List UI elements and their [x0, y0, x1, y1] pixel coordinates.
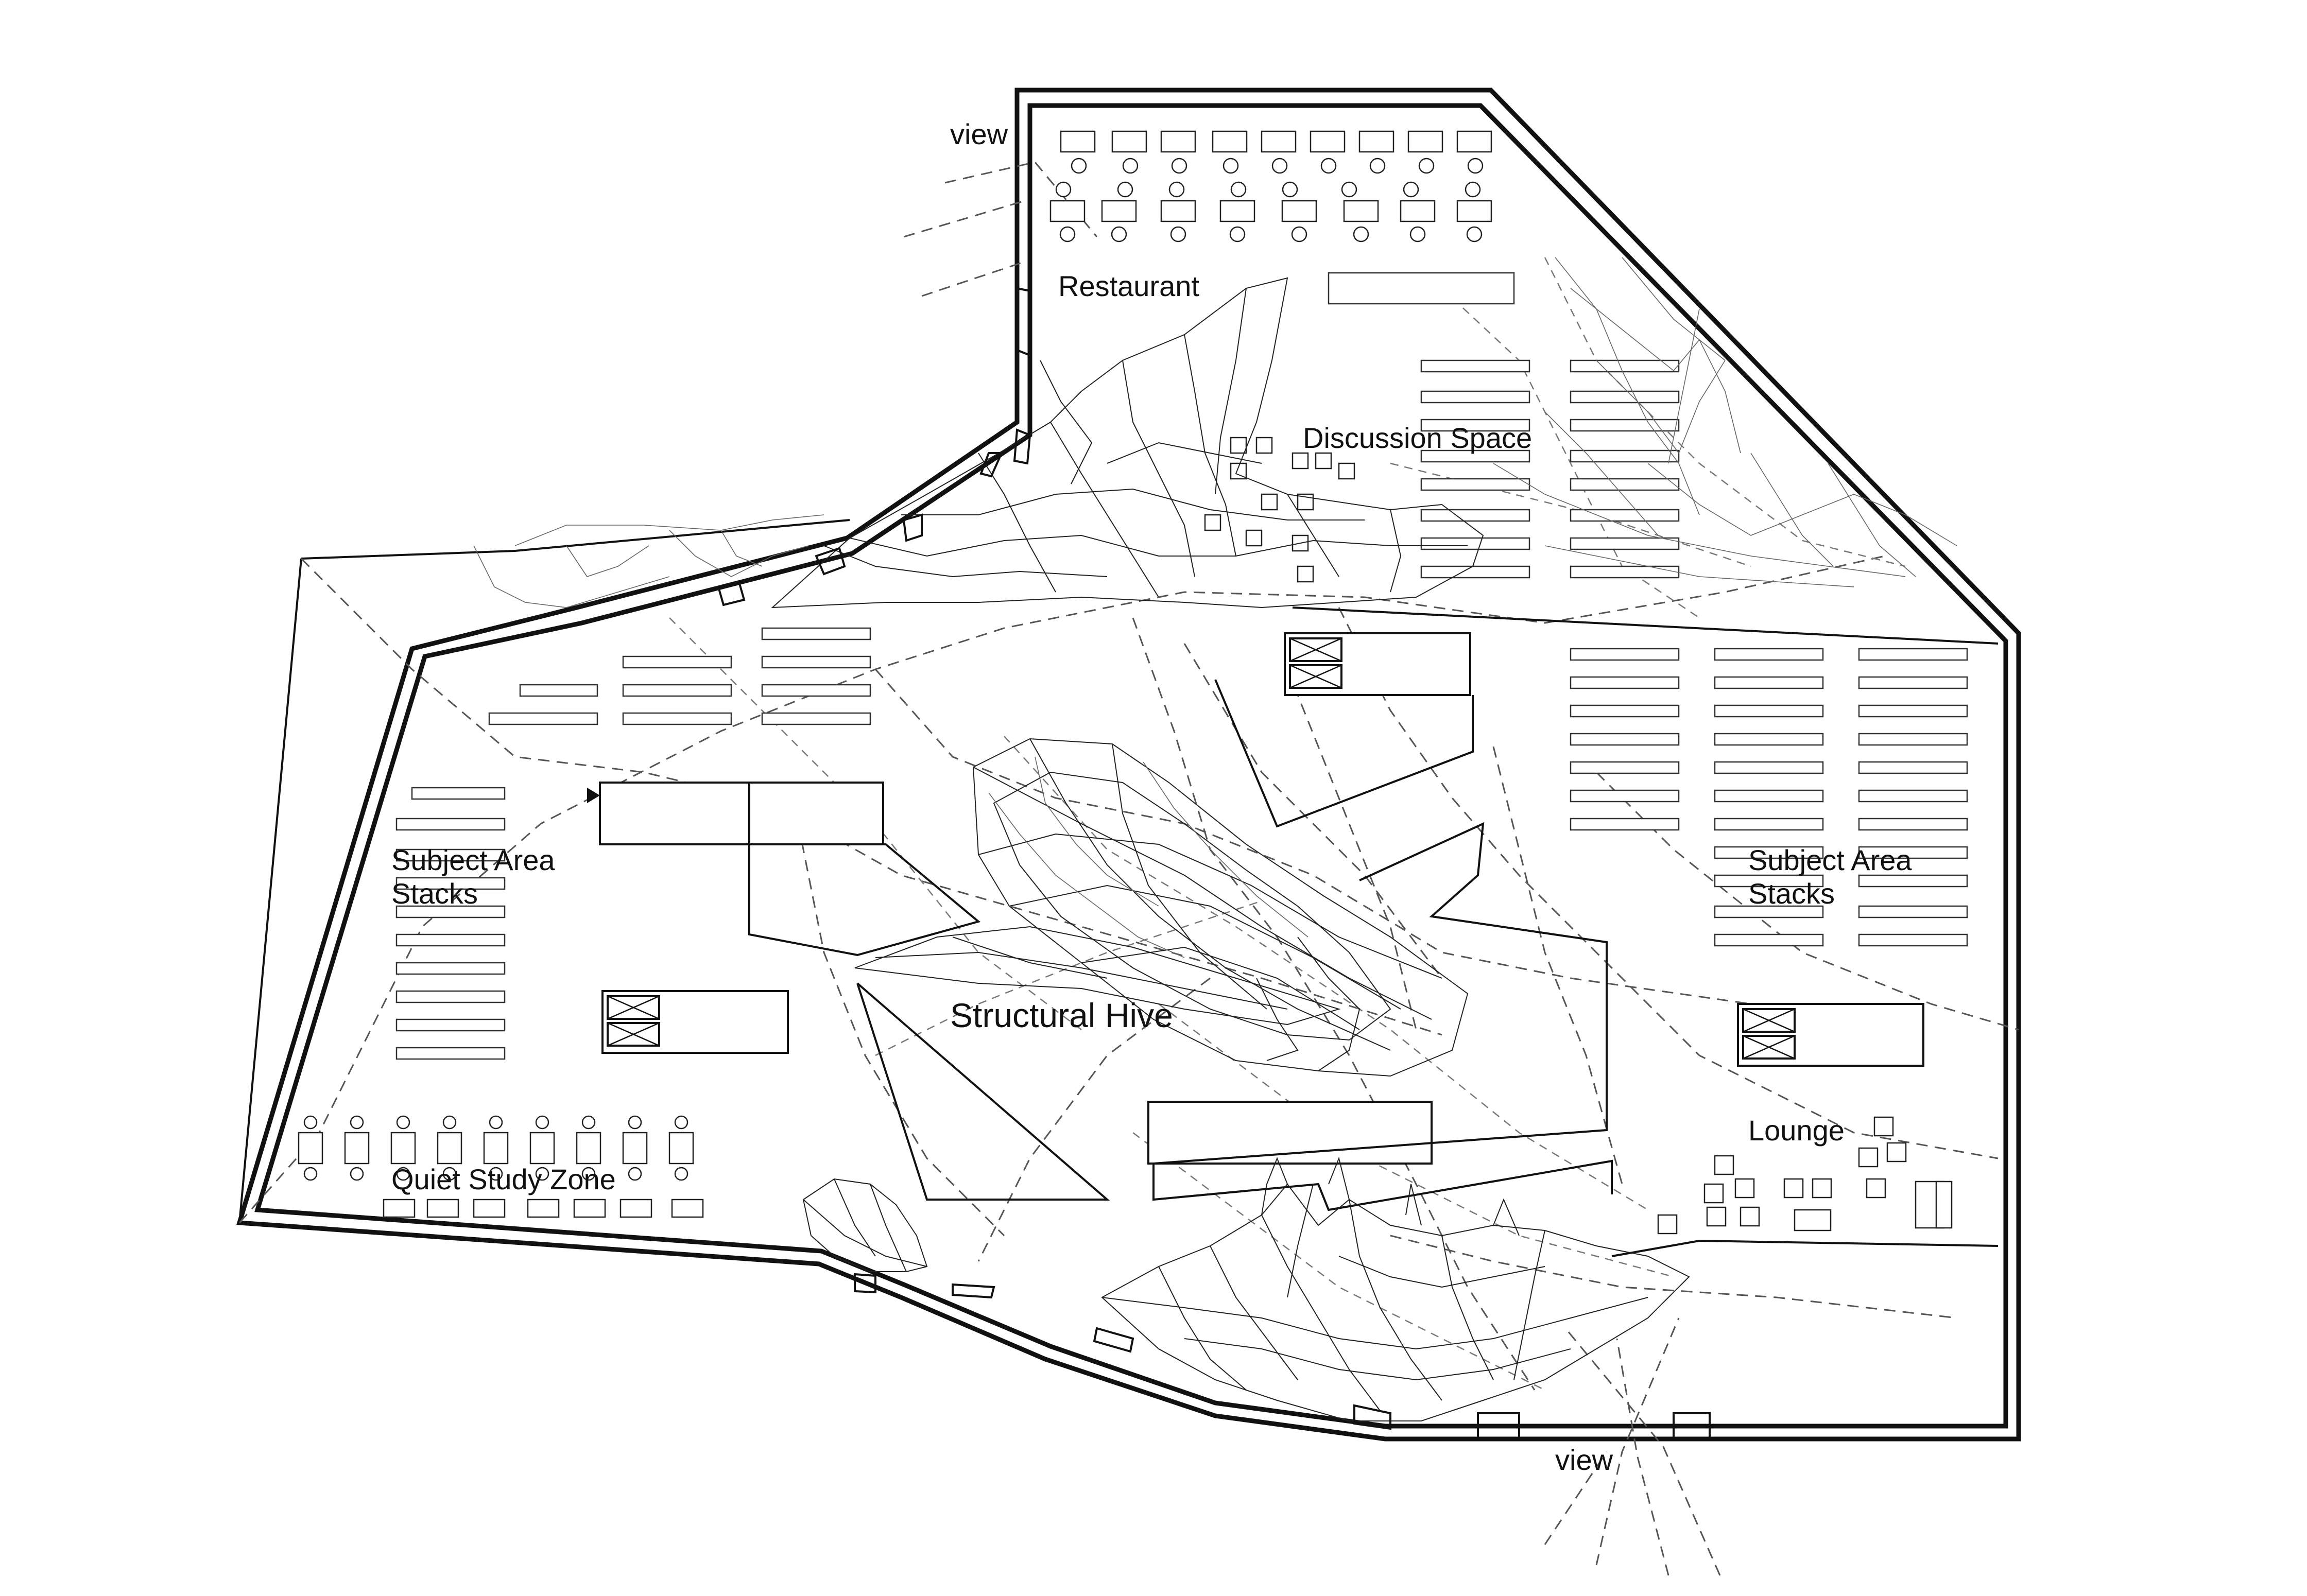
structural-hive-label: Structural Hive: [950, 996, 1173, 1034]
subject-area-left-line2: Stacks: [391, 877, 478, 910]
subject-area-left-line1: Subject Area: [391, 844, 555, 876]
structural-hive-mesh: [854, 738, 1469, 1077]
south-mesh-band: [802, 1156, 1690, 1421]
lounge-label: Lounge: [1748, 1114, 1845, 1147]
core-top: [1284, 632, 1471, 696]
quiet-study-zone-label: Quiet Study Zone: [391, 1163, 616, 1195]
view-label-top: view: [950, 118, 1008, 150]
stacks-top-left: [488, 627, 871, 725]
restaurant-tables: [1049, 130, 1492, 242]
view-label-bottom: view: [1555, 1444, 1613, 1476]
core-right: [1737, 1003, 1924, 1067]
stacks-top-right: [1328, 272, 1680, 579]
core-left: [601, 990, 789, 1054]
escalator-left: [587, 782, 884, 845]
stacks-right: [1570, 648, 1968, 947]
window-frames: [717, 287, 1711, 1440]
lounge-furniture: [1657, 1116, 1953, 1235]
stacks-left: [395, 787, 506, 1060]
interior-walls: [748, 606, 1999, 1257]
subject-area-right-line1: Subject Area: [1748, 844, 1912, 876]
diagram-labels: view view Restaurant Discussion Space Su…: [391, 118, 1912, 1476]
discussion-furniture: [1204, 437, 1355, 583]
building-outline: [236, 88, 2021, 1442]
restaurant-label: Restaurant: [1058, 270, 1199, 302]
discussion-space-label: Discussion Space: [1303, 422, 1532, 454]
northeast-mesh: [1493, 257, 1957, 587]
quiet-study-desks: [298, 1115, 704, 1218]
north-mesh-band: [473, 277, 1484, 609]
subject-area-right-line2: Stacks: [1748, 877, 1835, 910]
